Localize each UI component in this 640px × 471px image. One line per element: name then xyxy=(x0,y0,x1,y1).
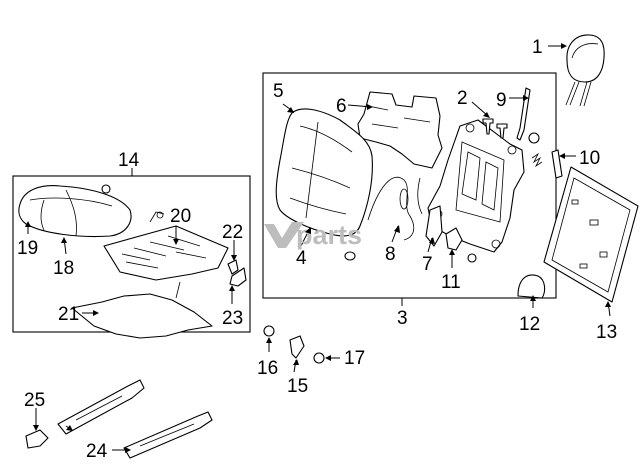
seatback-cover xyxy=(275,108,373,237)
callout-10: 10 xyxy=(579,148,600,169)
hinge-bracket xyxy=(425,205,443,247)
nut xyxy=(313,352,325,364)
back-panel xyxy=(543,166,639,303)
callout-labels: 1 2 3 4 5 6 7 8 9 10 11 12 13 14 15 16 1… xyxy=(17,37,617,462)
callout-2: 2 xyxy=(457,88,468,109)
headrest xyxy=(565,34,605,107)
callout-22: 22 xyxy=(222,222,243,243)
callout-14: 14 xyxy=(118,150,140,171)
bolt xyxy=(289,335,305,359)
seat-tracks xyxy=(57,379,213,459)
cushion-frame xyxy=(103,211,229,299)
hinge-cover xyxy=(445,227,463,251)
callout-23: 23 xyxy=(222,308,243,329)
callout-6: 6 xyxy=(336,96,347,117)
lock-rod xyxy=(516,87,531,141)
grommet xyxy=(344,251,356,261)
watermark-text: parts xyxy=(296,220,362,250)
callout-17: 17 xyxy=(344,348,365,369)
nut xyxy=(467,253,477,263)
watermark: parts xyxy=(264,220,362,250)
callout-16: 16 xyxy=(257,358,278,379)
callout-8: 8 xyxy=(385,244,396,265)
track-cover xyxy=(25,429,49,449)
callout-3: 3 xyxy=(397,308,408,329)
callout-1: 1 xyxy=(532,37,543,58)
callout-21: 21 xyxy=(58,304,79,325)
callout-12: 12 xyxy=(519,314,540,335)
seatback-assembly-box xyxy=(262,72,557,299)
seat-cushion xyxy=(18,185,132,238)
spring xyxy=(531,152,543,168)
callout-4: 4 xyxy=(296,248,307,269)
callout-11: 11 xyxy=(441,272,461,293)
callout-20: 20 xyxy=(170,206,191,227)
clip xyxy=(551,149,563,179)
callout-13: 13 xyxy=(596,322,617,343)
grommet xyxy=(101,184,111,194)
callout-15: 15 xyxy=(287,376,308,397)
callout-18: 18 xyxy=(53,258,74,279)
callout-7: 7 xyxy=(422,254,433,275)
washer xyxy=(263,325,275,337)
bracket xyxy=(227,259,239,275)
seatback-frame xyxy=(427,119,525,253)
arrowheads xyxy=(25,43,611,453)
hinge-cap xyxy=(517,274,546,299)
callout-24: 24 xyxy=(86,441,108,462)
release-cable xyxy=(367,176,423,241)
cable-spring xyxy=(399,188,409,210)
callout-5: 5 xyxy=(273,81,284,102)
mat xyxy=(71,293,213,339)
watermark-logo-icon xyxy=(264,222,304,248)
callout-25: 25 xyxy=(24,390,45,411)
bracket xyxy=(229,267,247,287)
bolts xyxy=(482,118,540,144)
callout-19: 19 xyxy=(17,238,38,259)
callout-9: 9 xyxy=(496,90,507,111)
